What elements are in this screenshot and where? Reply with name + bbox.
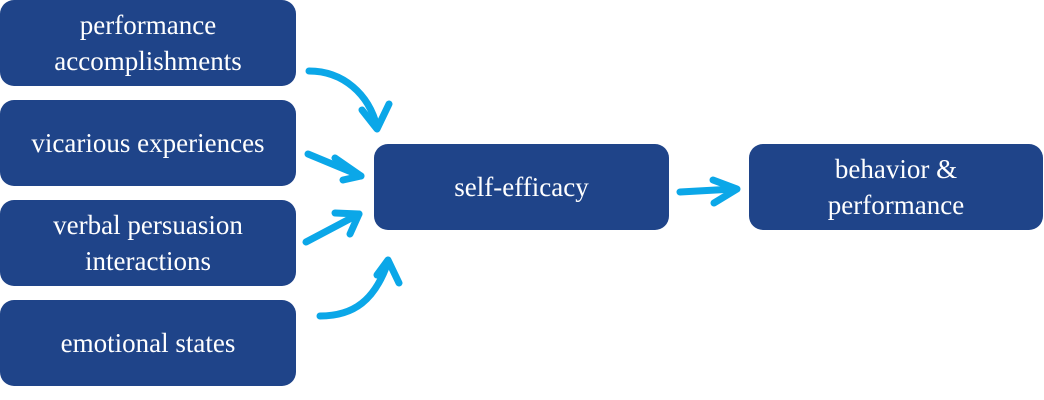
- source-performance-accomplishments: performance accomplishments: [0, 0, 296, 86]
- arrow-5: [676, 176, 741, 207]
- source-verbal-persuasion: verbal persuasion interactions: [0, 200, 296, 286]
- arrow-1: [305, 67, 393, 133]
- self-efficacy-box: self-efficacy: [374, 144, 669, 230]
- arrow-4: [316, 256, 403, 320]
- arrow-3: [302, 209, 363, 246]
- outcome-behavior-performance: behavior & performance: [749, 144, 1043, 230]
- source-emotional-states: emotional states: [0, 300, 296, 386]
- source-vicarious-experiences: vicarious experiences: [0, 100, 296, 186]
- arrow-2: [304, 150, 365, 184]
